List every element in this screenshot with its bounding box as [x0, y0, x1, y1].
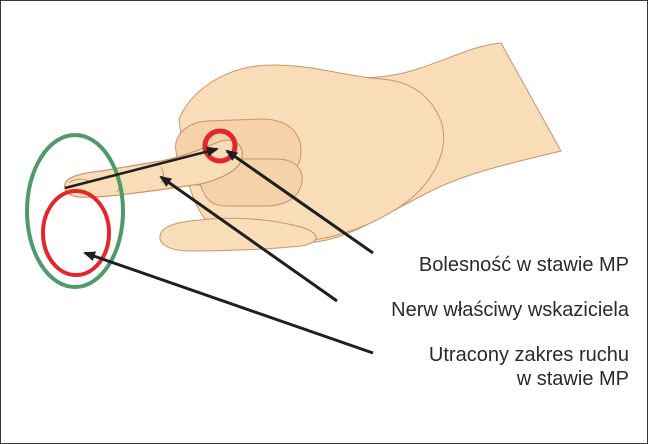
label-index-nerve: Nerw właściwy wskaziciela — [391, 299, 629, 321]
index-fingernail — [68, 178, 90, 184]
red-range-marker — [41, 189, 111, 277]
arrow-nerve — [159, 175, 338, 303]
label-lost-range-of-motion: Utracony zakres ruchu w stawie MP — [429, 343, 629, 391]
label-rom-line1: Utracony zakres ruchu — [428, 344, 629, 366]
arrow-mp-pain — [225, 149, 374, 255]
green-range-marker — [25, 133, 125, 289]
mp-joint-marker — [202, 128, 238, 164]
thumb-shape — [159, 217, 317, 252]
nerve-line — [64, 146, 219, 190]
label-rom-line2: w stawie MP — [516, 368, 629, 390]
arrow-rom — [83, 251, 374, 355]
label-mp-joint-pain: Bolesność w stawie MP — [418, 254, 629, 276]
